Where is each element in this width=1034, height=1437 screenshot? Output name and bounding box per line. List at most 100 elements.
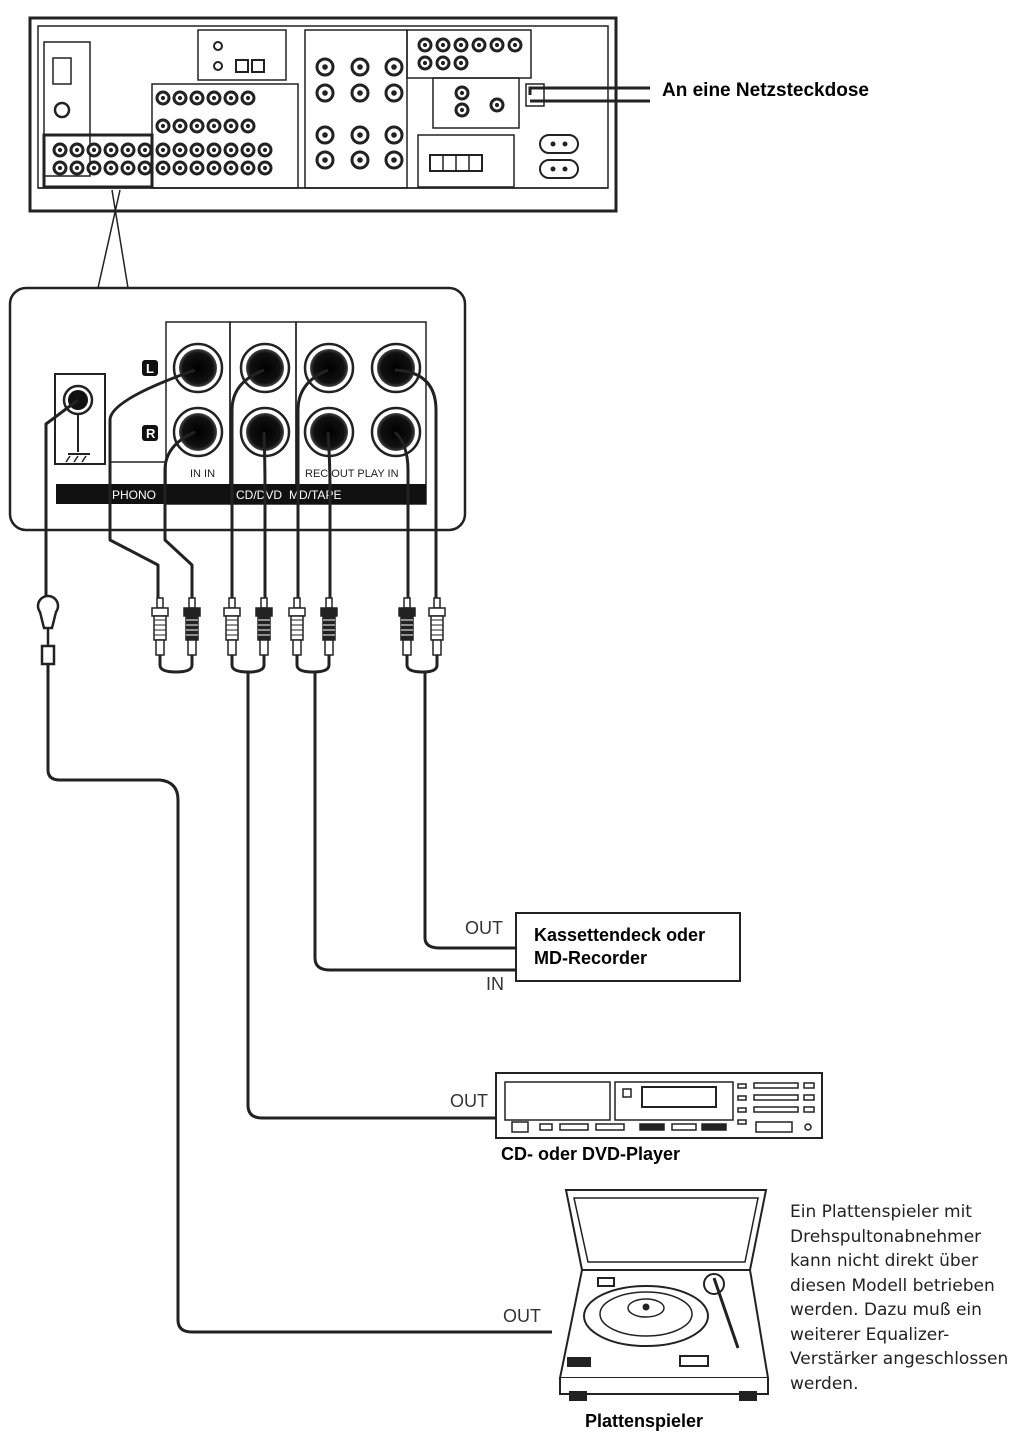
- rca-plug-boot: [324, 639, 334, 656]
- rca-plugs: [151, 597, 446, 656]
- rca-plug-collar: [255, 607, 273, 617]
- turntable-out-label: OUT: [503, 1306, 541, 1326]
- jack-center: [194, 147, 200, 153]
- jack-center: [160, 123, 166, 129]
- cd-player-illustration: [495, 1072, 823, 1139]
- jack-center: [142, 147, 148, 153]
- rca-plug-tip: [325, 597, 333, 609]
- note-line: werden. Dazu muß ein: [790, 1300, 982, 1320]
- jack-center: [57, 147, 63, 153]
- rca-plug-boot: [402, 639, 412, 656]
- rca-plug-boot: [292, 639, 302, 656]
- jack-center: [422, 42, 428, 48]
- channel-right-badge: R: [146, 426, 156, 441]
- jack-center: [108, 147, 114, 153]
- ground-wire-run: [46, 665, 552, 1334]
- jack-center: [459, 107, 465, 113]
- tape-deck-name-2: MD-Recorder: [534, 948, 647, 968]
- jack-center: [74, 147, 80, 153]
- jack-center: [177, 165, 183, 171]
- rca-plug-tip: [260, 597, 268, 609]
- jack-center: [459, 90, 465, 96]
- jack-center: [246, 349, 284, 387]
- receiver-jacks: [52, 37, 523, 176]
- receiver-rear-panel: [28, 16, 618, 213]
- jack-center: [262, 165, 268, 171]
- jack-center: [494, 42, 500, 48]
- jack-center: [494, 102, 500, 108]
- jack-center: [228, 165, 234, 171]
- rca-plug-collar: [288, 607, 306, 617]
- jack-center: [194, 123, 200, 129]
- rca-plug-tip: [156, 597, 164, 609]
- jack-center: [476, 42, 482, 48]
- jack-center: [179, 413, 217, 451]
- jack-center: [391, 157, 397, 163]
- jack-center: [440, 42, 446, 48]
- tape-out-label: OUT: [465, 918, 503, 938]
- jack-center: [458, 60, 464, 66]
- tape-rec-cable-r: [326, 431, 332, 598]
- tape-play-cable-r: [393, 430, 410, 598]
- tape-in-label: IN: [486, 974, 504, 994]
- rca-plug-collar: [151, 607, 169, 617]
- rca-plug-collar: [320, 607, 338, 617]
- jack-center: [245, 95, 251, 101]
- jack-center: [211, 123, 217, 129]
- jack-center: [440, 60, 446, 66]
- jack-caption-tape: REC OUT PLAY IN: [305, 468, 399, 480]
- jack-center: [57, 165, 63, 171]
- jack-center: [177, 95, 183, 101]
- jack-center: [322, 157, 328, 163]
- rca-plug-boot: [432, 639, 442, 656]
- rca-plug-tip: [188, 597, 196, 609]
- jack-center: [391, 64, 397, 70]
- jack-center: [142, 165, 148, 171]
- jack-center: [228, 95, 234, 101]
- jack-center: [194, 165, 200, 171]
- rca-plug-tip: [403, 597, 411, 609]
- jack-center: [377, 349, 415, 387]
- jack-center: [245, 123, 251, 129]
- jack-center: [91, 165, 97, 171]
- jack-center: [160, 165, 166, 171]
- turntable-note: Ein Plattenspieler mit Drehspultonabnehm…: [790, 1200, 1030, 1396]
- section-label-cd: CD/DVD: [236, 488, 282, 502]
- jack-center: [357, 132, 363, 138]
- jack-center: [108, 165, 114, 171]
- jack-center: [179, 349, 217, 387]
- jack-center: [458, 42, 464, 48]
- jack-center: [391, 132, 397, 138]
- tape-play-cable-l: [394, 368, 438, 598]
- jack-center: [422, 60, 428, 66]
- rca-plug-tip: [228, 597, 236, 609]
- rca-plug-tip: [433, 597, 441, 609]
- jack-center: [228, 123, 234, 129]
- rca-plug-boot: [187, 639, 197, 656]
- tape-in-run: [313, 672, 516, 972]
- phono-cable-r: [163, 430, 196, 598]
- cables: [44, 368, 552, 1334]
- jack-center: [160, 95, 166, 101]
- cd-run: [246, 672, 496, 1120]
- enlarged-input-panel: [8, 286, 467, 532]
- jack-center: [211, 95, 217, 101]
- cd-player-name: CD- oder DVD-Player: [501, 1144, 680, 1164]
- jack-center: [391, 90, 397, 96]
- jack-center: [74, 165, 80, 171]
- note-line: werden.: [790, 1373, 859, 1394]
- power-cord: [528, 86, 650, 103]
- jack-center: [322, 132, 328, 138]
- power-label: An eine Netzsteckdose: [662, 80, 869, 101]
- note-line: diesen Modell betrieben: [790, 1275, 995, 1296]
- jack-center: [262, 147, 268, 153]
- jack-center: [177, 147, 183, 153]
- jack-center: [91, 147, 97, 153]
- jack-center: [228, 147, 234, 153]
- jack-center: [245, 147, 251, 153]
- jack-center: [357, 64, 363, 70]
- rca-plug-tip: [293, 597, 301, 609]
- jack-center: [512, 42, 518, 48]
- jack-center: [357, 157, 363, 163]
- rca-plug-collar: [223, 607, 241, 617]
